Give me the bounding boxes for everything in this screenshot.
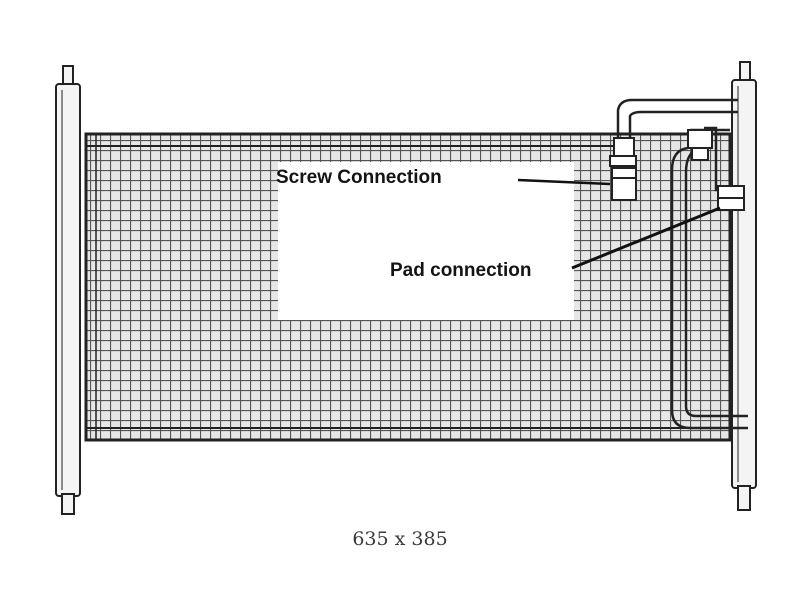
right-header-tank xyxy=(731,61,757,511)
pad-connection-fitting xyxy=(717,185,745,211)
pad-connection-label: Pad connection xyxy=(390,260,532,281)
left-header-tank xyxy=(55,65,81,515)
label-panel xyxy=(278,162,574,320)
pad-connection-leader xyxy=(571,206,721,270)
screw-connection-label: Screw Connection xyxy=(276,167,442,188)
dimension-caption: 635 x 385 xyxy=(352,528,448,550)
screw-connection-leader xyxy=(517,178,611,186)
upper-fitting xyxy=(687,129,713,161)
screw-connection-fitting xyxy=(609,137,637,201)
